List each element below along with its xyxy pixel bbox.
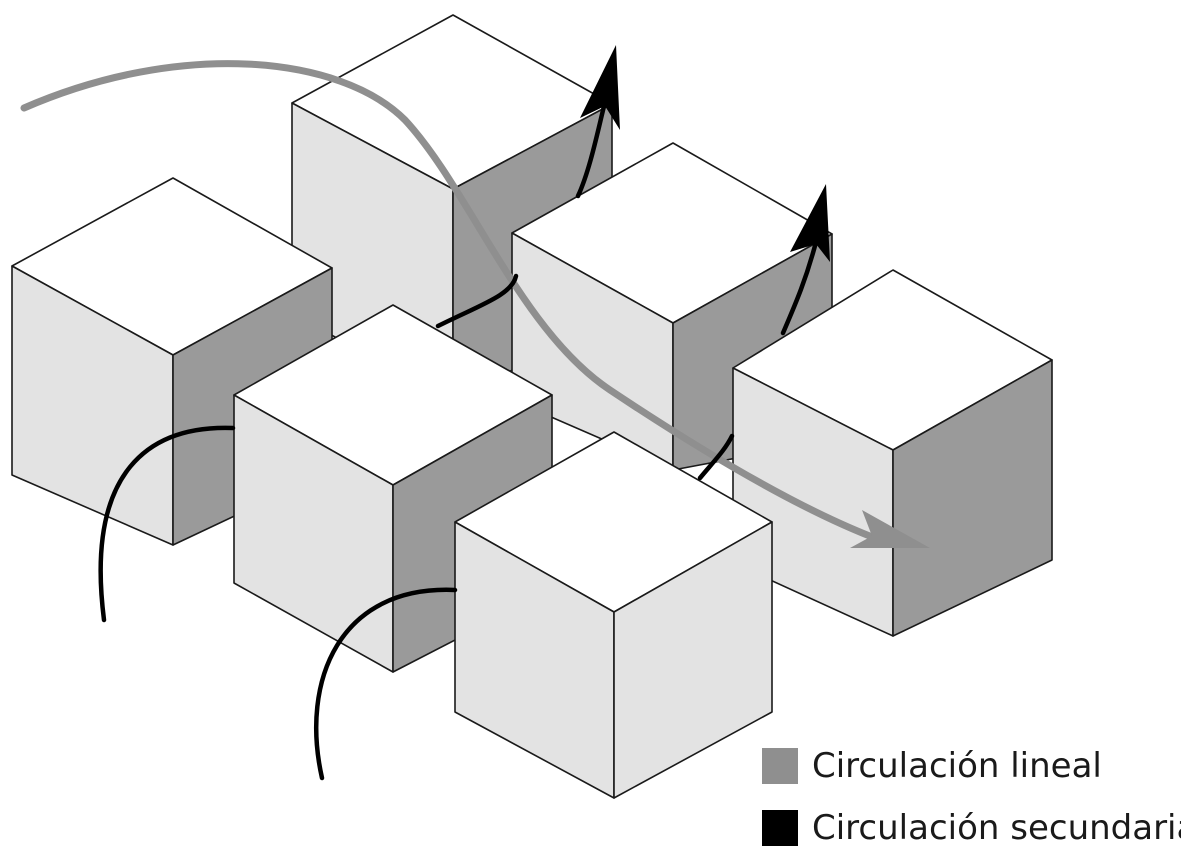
secondary-circulation-paths [98, 45, 830, 781]
legend-swatch-primary [762, 748, 798, 784]
legend: Circulación lineal Circulación secundari… [762, 742, 1181, 866]
legend-item-primary: Circulación lineal [762, 742, 1181, 790]
legend-swatch-secondary [762, 810, 798, 846]
legend-label-primary: Circulación lineal [812, 746, 1102, 786]
legend-item-secondary: Circulación secundaria [762, 804, 1181, 852]
cube-right [732, 269, 1053, 637]
cube-front [454, 431, 773, 799]
primary-circulation-path [20, 60, 930, 548]
circulation-diagram [11, 14, 1053, 799]
legend-label-secondary: Circulación secundaria [812, 808, 1181, 848]
